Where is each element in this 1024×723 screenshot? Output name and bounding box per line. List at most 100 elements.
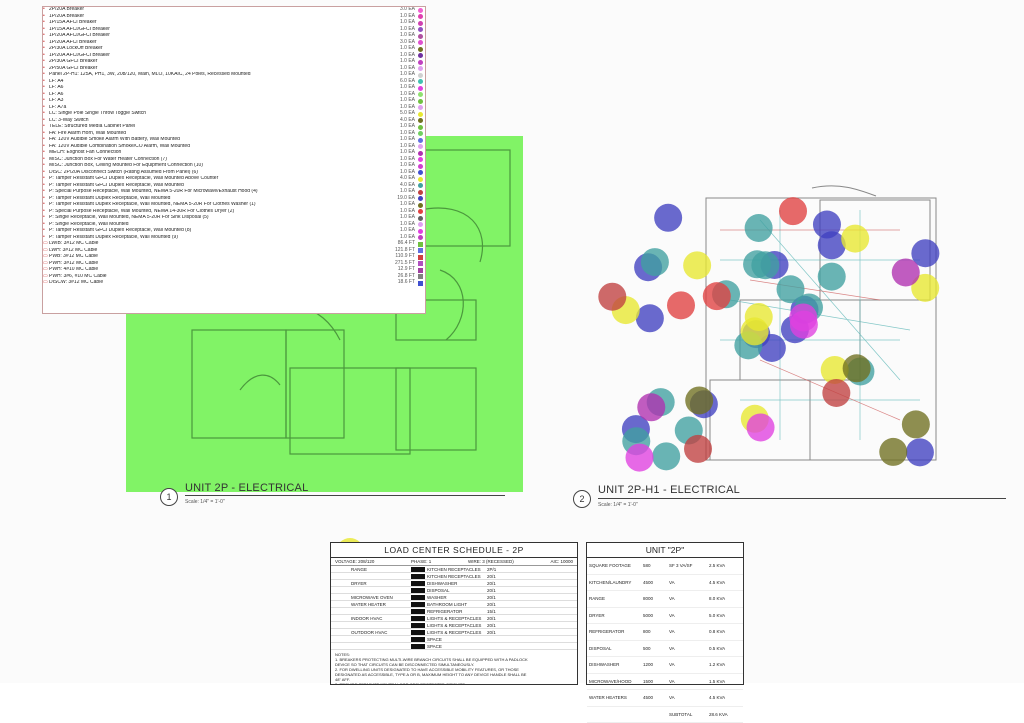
legend-label: LWIB: 3#12 MC Cable [49,241,391,247]
legend-row[interactable]: •P: Tamper Resistant GFCI Duplex Recepta… [43,183,425,190]
unit-cell-name: DISPOSAL [589,646,643,651]
takeoff-marker[interactable] [747,413,775,441]
legend-row[interactable]: •FA: 120V Audible Smoke Alarm With Batte… [43,137,425,144]
takeoff-marker[interactable] [822,379,850,407]
unit-cell-name: SQUARE FOOTAGE [589,563,643,568]
legend-row[interactable]: •P: Special Purpose Receptacle, Wall Mou… [43,189,425,196]
schedule-left-desc: WATER HEATER [351,602,411,607]
takeoff-marker[interactable] [652,442,680,470]
takeoff-marker[interactable] [818,231,846,259]
takeoff-marker[interactable] [636,304,664,332]
takeoff-marker[interactable] [654,204,682,232]
takeoff-marker[interactable] [892,258,920,286]
takeoff-marker[interactable] [779,197,807,225]
legend-row[interactable]: •MISC: Junction Box, Ceiling Mounted For… [43,163,425,170]
legend-row[interactable]: •LC: Single Pole Single Throw Toggle Swi… [43,111,425,118]
schedule-wire: WIRE: 3 (RECESSED) [468,559,514,564]
legend-row[interactable]: •P: Tamper Resistant GFCI Duplex Recepta… [43,176,425,183]
legend-swatch-icon [418,118,423,123]
breaker-block [411,602,425,607]
legend-label: PWB: 3#12 MC Cable [49,254,391,260]
legend-row[interactable]: •P: Special Purpose Receptacle, Wall Mou… [43,209,425,216]
takeoff-marker[interactable] [745,214,773,242]
legend-label: 1P/20A AFCI/GFCI Breaker [49,53,391,59]
takeoff-marker[interactable] [637,393,665,421]
takeoff-marker[interactable] [745,303,773,331]
legend-swatch-icon [418,242,423,247]
takeoff-marker[interactable] [703,282,731,310]
takeoff-marker[interactable] [790,311,818,339]
takeoff-marker[interactable] [818,263,846,291]
legend-label: P: Special Purpose Receptacle, Wall Moun… [49,209,391,215]
takeoff-marker[interactable] [667,291,695,319]
takeoff-marker[interactable] [841,225,869,253]
takeoff-marker[interactable] [751,251,779,279]
takeoff-marker[interactable] [683,251,711,279]
takeoff-marker[interactable] [843,354,871,382]
breaker-block [411,567,425,572]
takeoff-marker[interactable] [626,444,654,472]
takeoff-marker[interactable] [902,410,930,438]
legend-label: PWH: 4#10 MC Cable [49,267,391,273]
takeoff-marker[interactable] [906,438,934,466]
takeoff-marker[interactable] [641,248,669,276]
legend-row[interactable]: •MISC: Junction Box For Water Heater Con… [43,157,425,164]
subtotal-label: SUBTOTAL [669,712,709,717]
unit-cell-val: 800 [643,629,669,634]
legend-row[interactable]: •DISC: 2P/20A Disconnect Switch (Rating … [43,170,425,177]
takeoff-marker[interactable] [598,283,626,311]
unit-title: UNIT "2P" [587,543,743,558]
legend-row[interactable]: •P: Tamper Resistant Duplex Receptacle, … [43,202,425,209]
legend-row[interactable]: •P: Tamper Resistant Duplex Receptacle, … [43,235,425,242]
legend-swatch-icon [418,235,423,240]
schedule-meta: VOLTAGE: 208/120 PHASE: 1 WIRE: 3 (RECES… [331,558,577,566]
schedule-aic: AIC: 10000 [550,559,573,564]
unit-cell-total: 8.0 KVA [709,596,739,601]
schedule-row: SPACE [331,636,577,643]
legend-swatch-icon [418,170,423,175]
unit-cell-unit: VA [669,629,709,634]
legend-row[interactable]: •P: Single Receptacle, Wall Mounted, NEM… [43,215,425,222]
legend-row[interactable]: •FA: 120V Audible Combination Smoke/CO A… [43,144,425,151]
takeoff-marker[interactable] [879,438,907,466]
legend-row[interactable]: •P: Tamper Resistant Duplex Receptacle, … [43,196,425,203]
legend-row[interactable]: •Panel 2P-H1: 125A, PH1, 3W, 208/120, Ma… [43,72,425,79]
takeoff-marker[interactable] [684,435,712,463]
legend-swatch-icon [418,27,423,32]
legend-row[interactable]: •P: Tamper Resistant GFCI Duplex Recepta… [43,228,425,235]
legend-label: LF: A6 [49,92,391,98]
legend-label: LF: A6 [49,85,391,91]
takeoff-marker[interactable] [685,386,713,414]
